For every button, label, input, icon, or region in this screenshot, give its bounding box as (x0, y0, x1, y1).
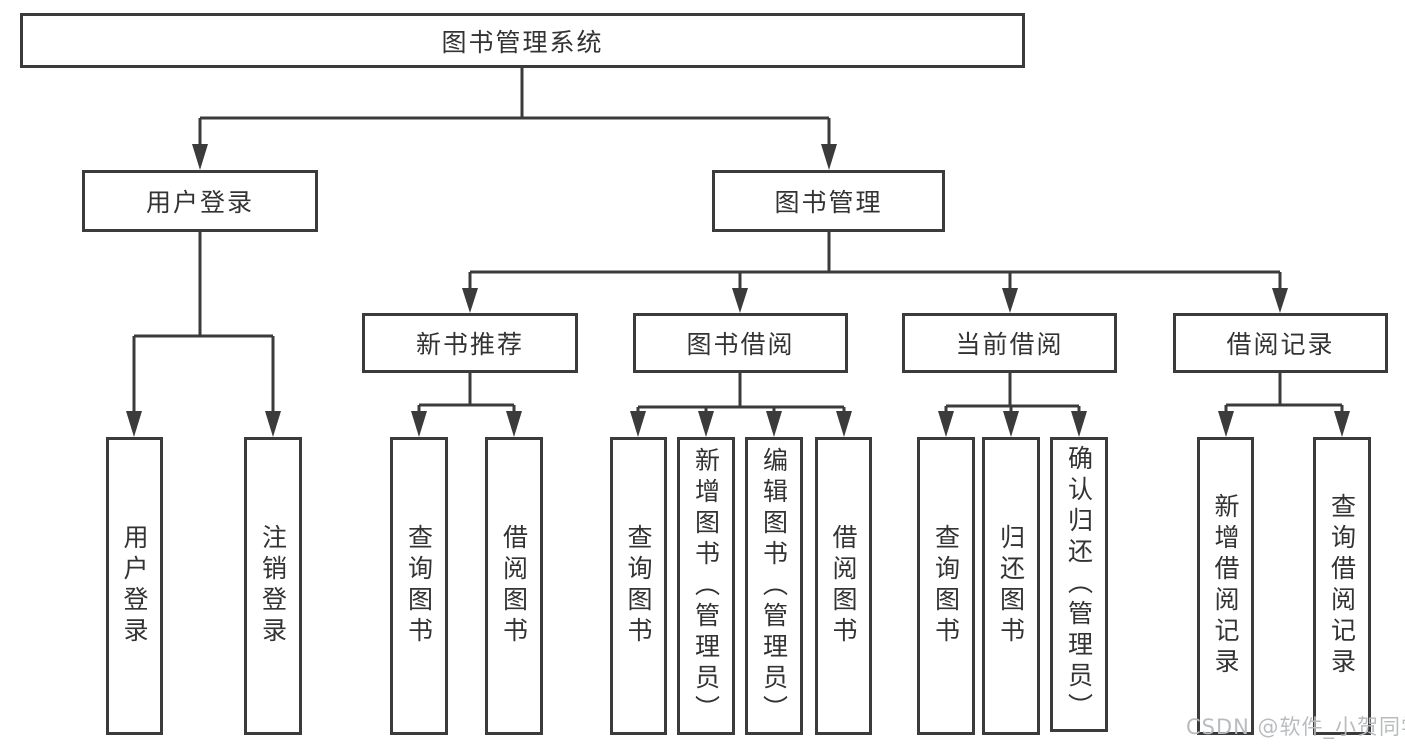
node-label: 借阅记录 (1226, 330, 1335, 359)
node-label: 归还图书 (996, 524, 1026, 648)
arrowhead-icon (1071, 411, 1087, 437)
node-label: 查询图书 (931, 524, 961, 648)
node-leaf-borrow-books-2: 借阅图书 (815, 437, 872, 735)
node-label: 新增借阅记录 (1211, 493, 1240, 679)
arrowhead-icon (821, 144, 837, 170)
node-leaf-return-books: 归还图书 (982, 437, 1040, 735)
node-label: 注销登录 (258, 524, 288, 648)
arrowhead-icon (192, 144, 208, 170)
node-leaf-query-borrow-record: 查询借阅记录 (1313, 437, 1371, 735)
arrowhead-icon (1272, 288, 1288, 313)
node-leaf-user-login: 用户登录 (106, 437, 163, 735)
connector-user-login-to-leaves (126, 232, 281, 437)
arrowhead-icon (1003, 411, 1019, 437)
node-label: 用户登录 (145, 188, 254, 217)
connector-root-to-level1 (192, 68, 837, 170)
arrowhead-icon (1218, 411, 1234, 437)
node-leaf-logout: 注销登录 (244, 437, 302, 735)
node-label: 借阅图书 (499, 524, 529, 648)
node-label: 新增图书（管理员） (691, 446, 721, 726)
connector-current-borrow-to-leaves (938, 373, 1087, 437)
node-leaf-add-borrow-record: 新增借阅记录 (1197, 437, 1254, 735)
node-leaf-edit-books-admin: 编辑图书（管理员） (745, 437, 803, 735)
node-label: 查询借阅记录 (1327, 493, 1357, 679)
arrowhead-icon (698, 411, 714, 437)
arrowhead-icon (1334, 411, 1350, 437)
arrowhead-icon (630, 411, 646, 437)
node-leaf-query-books-2: 查询图书 (610, 437, 667, 735)
arrowhead-icon (938, 411, 954, 437)
arrowhead-icon (1002, 288, 1018, 313)
arrowhead-icon (265, 411, 281, 437)
node-label: 编辑图书（管理员） (759, 446, 789, 726)
node-label: 新书推荐 (415, 330, 524, 359)
node-label: 图书管理系统 (441, 27, 604, 57)
node-current-borrowing: 当前借阅 (902, 313, 1117, 373)
arrowhead-icon (462, 288, 478, 313)
node-leaf-query-books-3: 查询图书 (917, 437, 975, 735)
node-leaf-borrow-books-1: 借阅图书 (485, 437, 543, 735)
connector-new-book-rec-to-leaves (411, 373, 522, 437)
node-label: 图书管理 (774, 188, 883, 217)
connector-borrow-records-to-leaves (1218, 373, 1350, 437)
arrowhead-icon (766, 411, 782, 437)
connector-book-management-to-level2 (462, 232, 1288, 313)
arrowhead-icon (732, 288, 748, 313)
watermark-text: CSDN @软件_小贺同学 (1186, 715, 1405, 739)
connector-book-borrow-to-leaves (630, 373, 852, 437)
node-label: 图书借阅 (686, 330, 795, 359)
node-user-login: 用户登录 (82, 170, 318, 232)
node-leaf-add-books-admin: 新增图书（管理员） (677, 437, 735, 735)
node-leaf-query-books-1: 查询图书 (390, 437, 448, 735)
arrowhead-icon (411, 411, 427, 437)
node-label: 查询图书 (404, 524, 434, 648)
node-label: 当前借阅 (955, 330, 1064, 359)
node-library-management-system: 图书管理系统 (20, 13, 1025, 68)
node-label: 确认归还（管理员） (1064, 445, 1094, 724)
node-new-book-recommendation: 新书推荐 (362, 313, 578, 373)
node-label: 查询图书 (624, 524, 653, 648)
arrowhead-icon (836, 411, 852, 437)
node-borrowing-records: 借阅记录 (1173, 313, 1388, 373)
node-book-management: 图书管理 (712, 170, 945, 232)
node-leaf-confirm-return-admin: 确认归还（管理员） (1050, 437, 1108, 732)
node-label: 用户登录 (120, 524, 149, 648)
node-label: 借阅图书 (829, 524, 858, 648)
arrowhead-icon (126, 411, 142, 437)
node-book-borrowing: 图书借阅 (633, 313, 848, 373)
arrowhead-icon (506, 411, 522, 437)
